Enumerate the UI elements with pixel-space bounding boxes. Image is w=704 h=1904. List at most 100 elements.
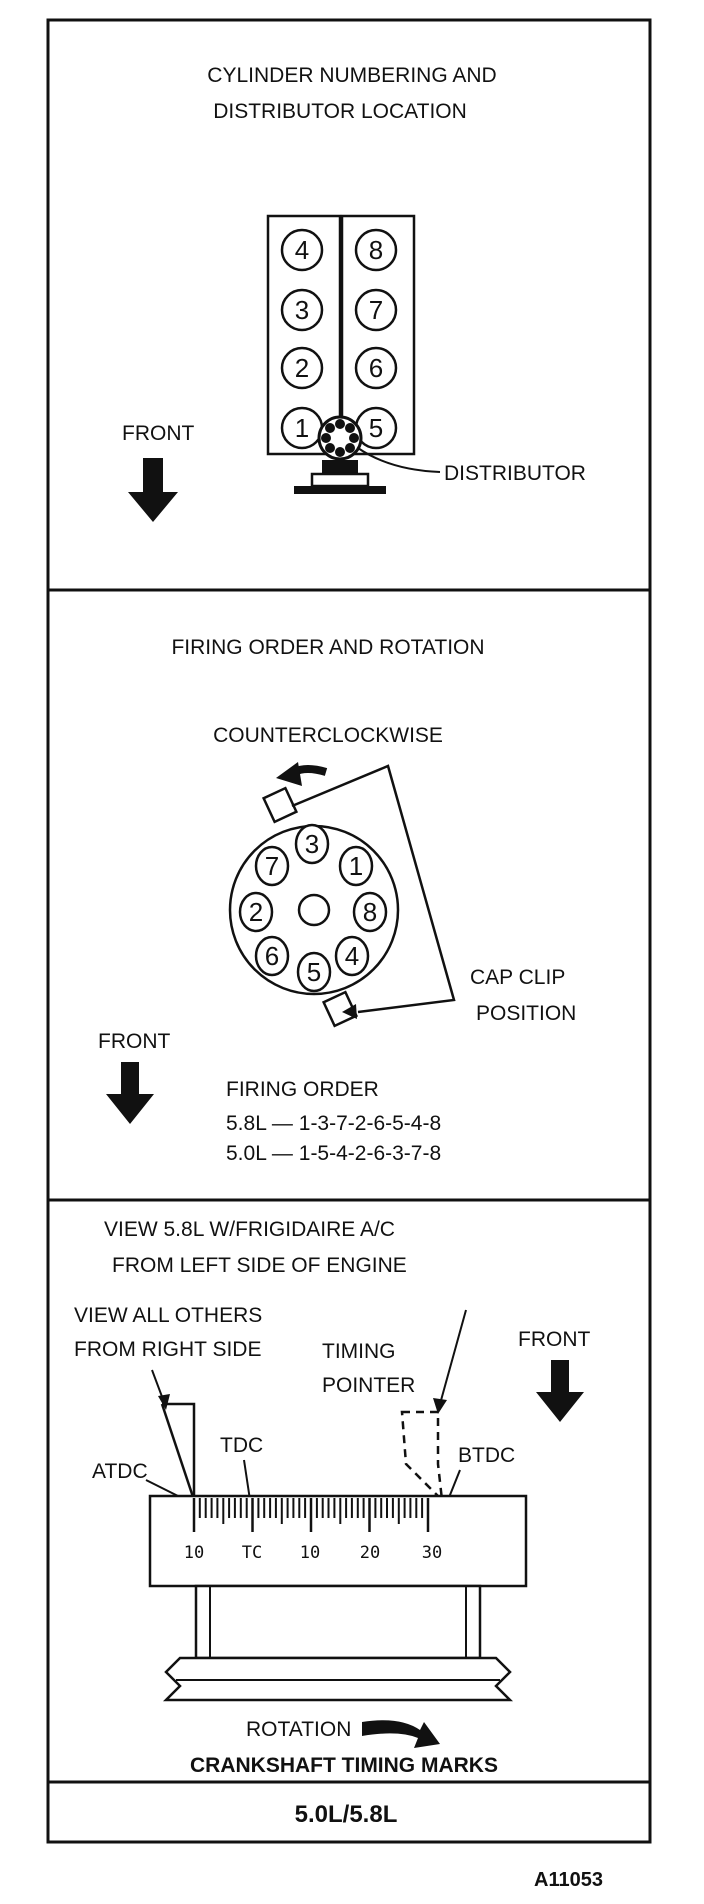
rotor-center — [297, 893, 331, 927]
cap-clip-label-line1: CAP CLIP — [470, 966, 565, 989]
view-others-line2: FROM RIGHT SIDE — [74, 1338, 261, 1361]
cylinder-7-number: 7 — [369, 295, 383, 325]
cylinder-4-number: 4 — [295, 235, 309, 265]
cylinder-3-number: 3 — [295, 295, 309, 325]
cylinder-4-outline — [280, 228, 324, 272]
cylinder-4: 4 — [280, 228, 324, 272]
view-others-leader-arrowhead — [158, 1394, 170, 1410]
left-timing-pointer — [162, 1402, 196, 1500]
distributor-terminal — [325, 443, 335, 453]
cap-terminal-6-outline — [254, 935, 290, 977]
view-others-line1: VIEW ALL OTHERS — [74, 1304, 262, 1327]
figure-id: A11053 — [534, 1869, 603, 1891]
cylinder-5-number: 5 — [369, 413, 383, 443]
cylinder-6: 6 — [354, 346, 398, 390]
distributor-base-lower — [294, 486, 386, 494]
panel3-front-label: FRONT — [518, 1328, 590, 1351]
firing-order-50l: 5.0L — 1-5-4-2-6-3-7-8 — [226, 1142, 441, 1165]
cap-terminal-7: 7 — [254, 845, 290, 887]
engine-label: 5.0L/5.8L — [295, 1801, 398, 1828]
cap-terminal-4-outline — [334, 935, 370, 977]
cylinder-8-number: 8 — [369, 235, 383, 265]
cylinder-6-outline — [354, 346, 398, 390]
cap-terminal-3-number: 3 — [305, 829, 319, 859]
cap-terminal-8-outline — [352, 891, 388, 933]
panel2-front-arrow-icon — [106, 1062, 154, 1124]
scale-label-atdc-10: 10 — [184, 1543, 204, 1563]
cap-terminal-3-outline — [294, 823, 330, 865]
firing-order-label: FIRING ORDER — [226, 1078, 379, 1101]
tdc-leader-line — [243, 1459, 251, 1501]
timing-marks-panel: VIEW 5.8L W/FRIGIDAIRE A/C FROM LEFT SID… — [74, 1218, 590, 1777]
cap-terminal-4: 4 — [334, 935, 370, 977]
firing-order-panel: FIRING ORDER AND ROTATION COUNTERCLOCKWI… — [98, 636, 576, 1165]
cap-terminal-3: 3 — [294, 823, 330, 865]
view-58l-line1: VIEW 5.8L W/FRIGIDAIRE A/C — [104, 1218, 395, 1241]
cap-terminal-2-outline — [238, 891, 274, 933]
cylinder-2-outline — [280, 346, 324, 390]
cap-clip-leader-line — [291, 764, 456, 1014]
timing-pointer-label-line2: POINTER — [322, 1374, 415, 1397]
timing-pointer-label-line1: TIMING — [322, 1340, 396, 1363]
scale-label-btdc-20: 20 — [360, 1543, 380, 1563]
cap-clip-leader-arrowhead — [342, 1004, 357, 1019]
distributor-label: DISTRIBUTOR — [444, 462, 586, 485]
distributor-terminal — [345, 423, 355, 433]
atdc-label: ATDC — [92, 1460, 148, 1483]
counterclockwise-arrowhead — [276, 762, 302, 786]
rotation-arrow-icon — [362, 1720, 440, 1748]
cap-terminal-8-number: 8 — [363, 897, 377, 927]
distributor-terminal — [325, 423, 335, 433]
scale-label-btdc-30: 30 — [422, 1543, 442, 1563]
cylinder-2: 2 — [280, 346, 324, 390]
timing-pointer-leader-arrowhead — [433, 1398, 447, 1414]
cylinder-5: 5 — [354, 406, 398, 450]
cap-terminal-5: 5 — [296, 951, 332, 993]
view-58l-line2: FROM LEFT SIDE OF ENGINE — [112, 1254, 407, 1277]
panel2-title: FIRING ORDER AND ROTATION — [171, 636, 484, 659]
tdc-label: TDC — [220, 1434, 263, 1457]
cylinder-3: 3 — [280, 288, 324, 332]
cap-terminal-6-number: 6 — [265, 941, 279, 971]
cap-terminal-2-number: 2 — [249, 897, 263, 927]
timing-marks-caption: CRANKSHAFT TIMING MARKS — [190, 1754, 498, 1777]
cap-terminal-1-outline — [338, 845, 374, 887]
cylinder-2-number: 2 — [295, 353, 309, 383]
cylinder-6-number: 6 — [369, 353, 383, 383]
scale-label-tc: TC — [242, 1543, 262, 1563]
cap-terminal-6: 6 — [254, 935, 290, 977]
distributor-terminal — [335, 447, 345, 457]
panel1-front-arrow-icon — [128, 458, 178, 522]
cylinder-8-outline — [354, 228, 398, 272]
cylinder-numbering-panel: CYLINDER NUMBERING AND DISTRIBUTOR LOCAT… — [122, 64, 586, 522]
cap-terminal-7-outline — [254, 845, 290, 887]
timing-pointer-leader-line — [439, 1309, 467, 1405]
cap-terminal-1: 1 — [338, 845, 374, 887]
damper-hub — [194, 1584, 482, 1660]
cap-terminal-7-number: 7 — [265, 851, 279, 881]
left-timing-pointer-stem — [160, 1403, 196, 1501]
cap-terminal-2: 2 — [238, 891, 274, 933]
panel1-front-label: FRONT — [122, 422, 194, 445]
cylinder-7-outline — [354, 288, 398, 332]
rotation-label: ROTATION — [246, 1718, 351, 1741]
distributor-housing — [322, 460, 358, 474]
firing-order-58l: 5.8L — 1-3-7-2-6-5-4-8 — [226, 1112, 441, 1135]
distributor-terminal — [321, 433, 331, 443]
cap-terminal-5-number: 5 — [307, 957, 321, 987]
cap-clip-lower — [321, 990, 359, 1028]
distributor-icon — [294, 415, 386, 494]
distributor-terminal — [349, 433, 359, 443]
cap-terminal-8: 8 — [352, 891, 388, 933]
cylinder-1: 1 — [280, 406, 324, 450]
cylinder-3-outline — [280, 288, 324, 332]
cap-terminal-4-number: 4 — [345, 941, 359, 971]
outer-frame — [46, 18, 652, 1844]
rotation-direction-label: COUNTERCLOCKWISE — [213, 724, 443, 747]
timing-scale-ticks — [192, 1498, 430, 1532]
distributor-base-upper — [310, 472, 370, 488]
cylinder-1-number: 1 — [295, 413, 309, 443]
cap-clip-label-line2: POSITION — [476, 1002, 576, 1025]
distributor-terminal — [345, 443, 355, 453]
